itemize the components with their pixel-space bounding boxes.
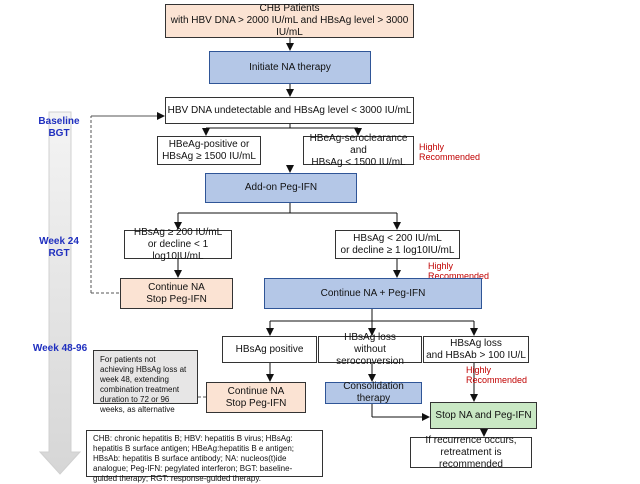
recurrence-line2: retreatment is recommended (439, 446, 503, 470)
abbreviations-text: CHB: chronic hepatitis B; HBV: hepatitis… (93, 434, 295, 483)
undetectable-box: HBV DNA undetectable and HBsAg level < 3… (165, 97, 414, 124)
hbsag-positive-box: HBsAg positive (222, 336, 317, 363)
extend-treatment-text: For patients not achieving HBsAg loss at… (100, 355, 187, 414)
stop-na-pegifn-box: Stop NA and Peg-IFN (430, 402, 537, 429)
continue-na-stop-pegifn-box-1: Continue NA Stop Peg-IFN (120, 278, 233, 309)
chb-patients-box: CHB Patients with HBV DNA > 2000 IU/mL a… (165, 3, 414, 38)
w24-high-line2: or decline < 1 log10IU/mL (125, 239, 231, 263)
hbeag-sero-line1: HBeAg-seroclearance and (309, 132, 408, 156)
hr2-line2: Recommended (428, 271, 490, 281)
stop-pegifn-2: Stop Peg-IFN (225, 397, 287, 409)
addon-pegifn-box: Add-on Peg-IFN (205, 173, 357, 203)
timeline-label-baseline: Baseline BGT (30, 116, 88, 140)
hr1-line1: Highly (419, 142, 445, 152)
initiate-na-box: Initiate NA therapy (209, 51, 371, 84)
week4896-label: Week 48-96 (32, 343, 88, 354)
hr2-line1: Highly (428, 261, 454, 271)
week24-low-box: HBsAg < 200 IU/mL or decline ≥ 1 log10IU… (335, 230, 460, 259)
highly-recommended-2: Highly Recommended (428, 261, 489, 281)
week24-label: Week 24 (39, 236, 79, 247)
initiate-na-text: Initiate NA therapy (249, 61, 331, 73)
chb-title: CHB Patients (259, 3, 320, 14)
continue-na-stop-pegifn-box-2: Continue NA Stop Peg-IFN (206, 382, 306, 413)
w24-high-line1: HBsAg ≥ 200 IU/mL (133, 226, 223, 238)
hr3-line2: Recommended (466, 375, 528, 385)
recurrence-line1: If recurrence occurs, (425, 434, 517, 446)
abbreviations-box: CHB: chronic hepatitis B; HBV: hepatitis… (86, 430, 323, 483)
hbeag-positive-line2: HBsAg ≥ 1500 IU/mL (162, 150, 256, 162)
week24-high-box: HBsAg ≥ 200 IU/mL or decline < 1 log10IU… (124, 226, 232, 262)
timeline-arrow (38, 111, 82, 475)
continue-na-1: Continue NA (148, 281, 205, 293)
hr3-line1: Highly (466, 365, 492, 375)
hbsag-loss-no-sero-box: HBsAg loss without seroconversion (318, 332, 422, 367)
continue-na-2: Continue NA (227, 385, 285, 397)
loss-hbsab-line2: and HBsAb > 100 IU/L (426, 349, 526, 361)
rgt-label: RGT (48, 248, 70, 259)
stop-both-text: Stop NA and Peg-IFN (435, 409, 532, 421)
w24-low-line2: or decline ≥ 1 log10IU/mL (340, 244, 455, 256)
highly-recommended-3: Highly Recommended (466, 365, 527, 385)
addon-pegifn-text: Add-on Peg-IFN (244, 182, 318, 193)
hr1-line2: Recommended (419, 152, 481, 162)
continue-na-pegifn-box: Continue NA + Peg-IFN (264, 278, 482, 309)
consolidation-text: Consolidation therapy (343, 381, 404, 404)
timeline-label-week24: Week 24 RGT (30, 236, 88, 260)
hbsag-loss-hbsab-box: HBsAg loss and HBsAb > 100 IU/L (423, 336, 529, 363)
undetectable-text: HBV DNA undetectable and HBsAg level < 3… (167, 104, 412, 116)
loss-no-sero-line1: HBsAg loss (344, 331, 396, 343)
hbeag-seroclearance-box: HBeAg-seroclearance and HBsAg < 1500 IU/… (303, 132, 414, 168)
recurrence-box: If recurrence occurs, retreatment is rec… (410, 434, 532, 470)
highly-recommended-1: Highly Recommended (419, 142, 480, 162)
hbeag-sero-line2: HBsAg < 1500 IU/mL (311, 156, 406, 168)
chb-criteria: with HBV DNA > 2000 IU/mL and HBsAg leve… (170, 15, 409, 38)
hbsag-positive-text: HBsAg positive (235, 343, 304, 355)
hbeag-positive-line1: HBeAg-positive or (168, 138, 250, 150)
loss-no-sero-line2: without seroconversion (336, 343, 404, 367)
loss-hbsab-line1: HBsAg loss (450, 337, 502, 349)
consolidation-therapy-box: Consolidation therapy (325, 381, 422, 404)
w24-high-line2-text: or decline < 1 log10IU/mL (147, 238, 209, 262)
hbeag-positive-box: HBeAg-positive or HBsAg ≥ 1500 IU/mL (157, 136, 261, 165)
stop-pegifn-1: Stop Peg-IFN (146, 293, 207, 305)
baseline-label: Baseline (38, 116, 80, 127)
bgt-label: BGT (48, 128, 70, 139)
timeline-label-week4896: Week 48-96 (28, 343, 92, 355)
continue-both-text: Continue NA + Peg-IFN (320, 287, 426, 299)
extend-treatment-note: For patients not achieving HBsAg loss at… (93, 350, 198, 414)
w24-low-line1: HBsAg < 200 IU/mL (353, 232, 442, 244)
